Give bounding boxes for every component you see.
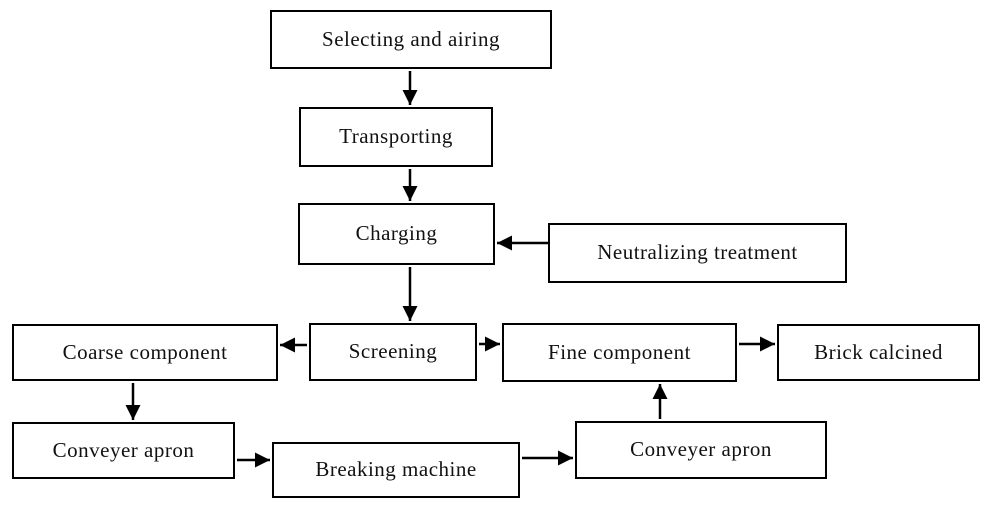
node-charging: Charging	[298, 203, 495, 265]
node-breaking-machine: Breaking machine	[272, 442, 520, 498]
node-fine-component: Fine component	[502, 323, 737, 382]
node-coarse-component: Coarse component	[12, 324, 278, 381]
node-selecting-and-airing: Selecting and airing	[270, 10, 552, 69]
node-screening: Screening	[309, 323, 477, 381]
node-conveyer-apron-left: Conveyer apron	[12, 422, 235, 479]
node-brick-calcined: Brick calcined	[777, 324, 980, 381]
node-transporting: Transporting	[299, 107, 493, 167]
node-conveyer-apron-right: Conveyer apron	[575, 421, 827, 479]
node-neutralizing-treatment: Neutralizing treatment	[548, 223, 847, 283]
